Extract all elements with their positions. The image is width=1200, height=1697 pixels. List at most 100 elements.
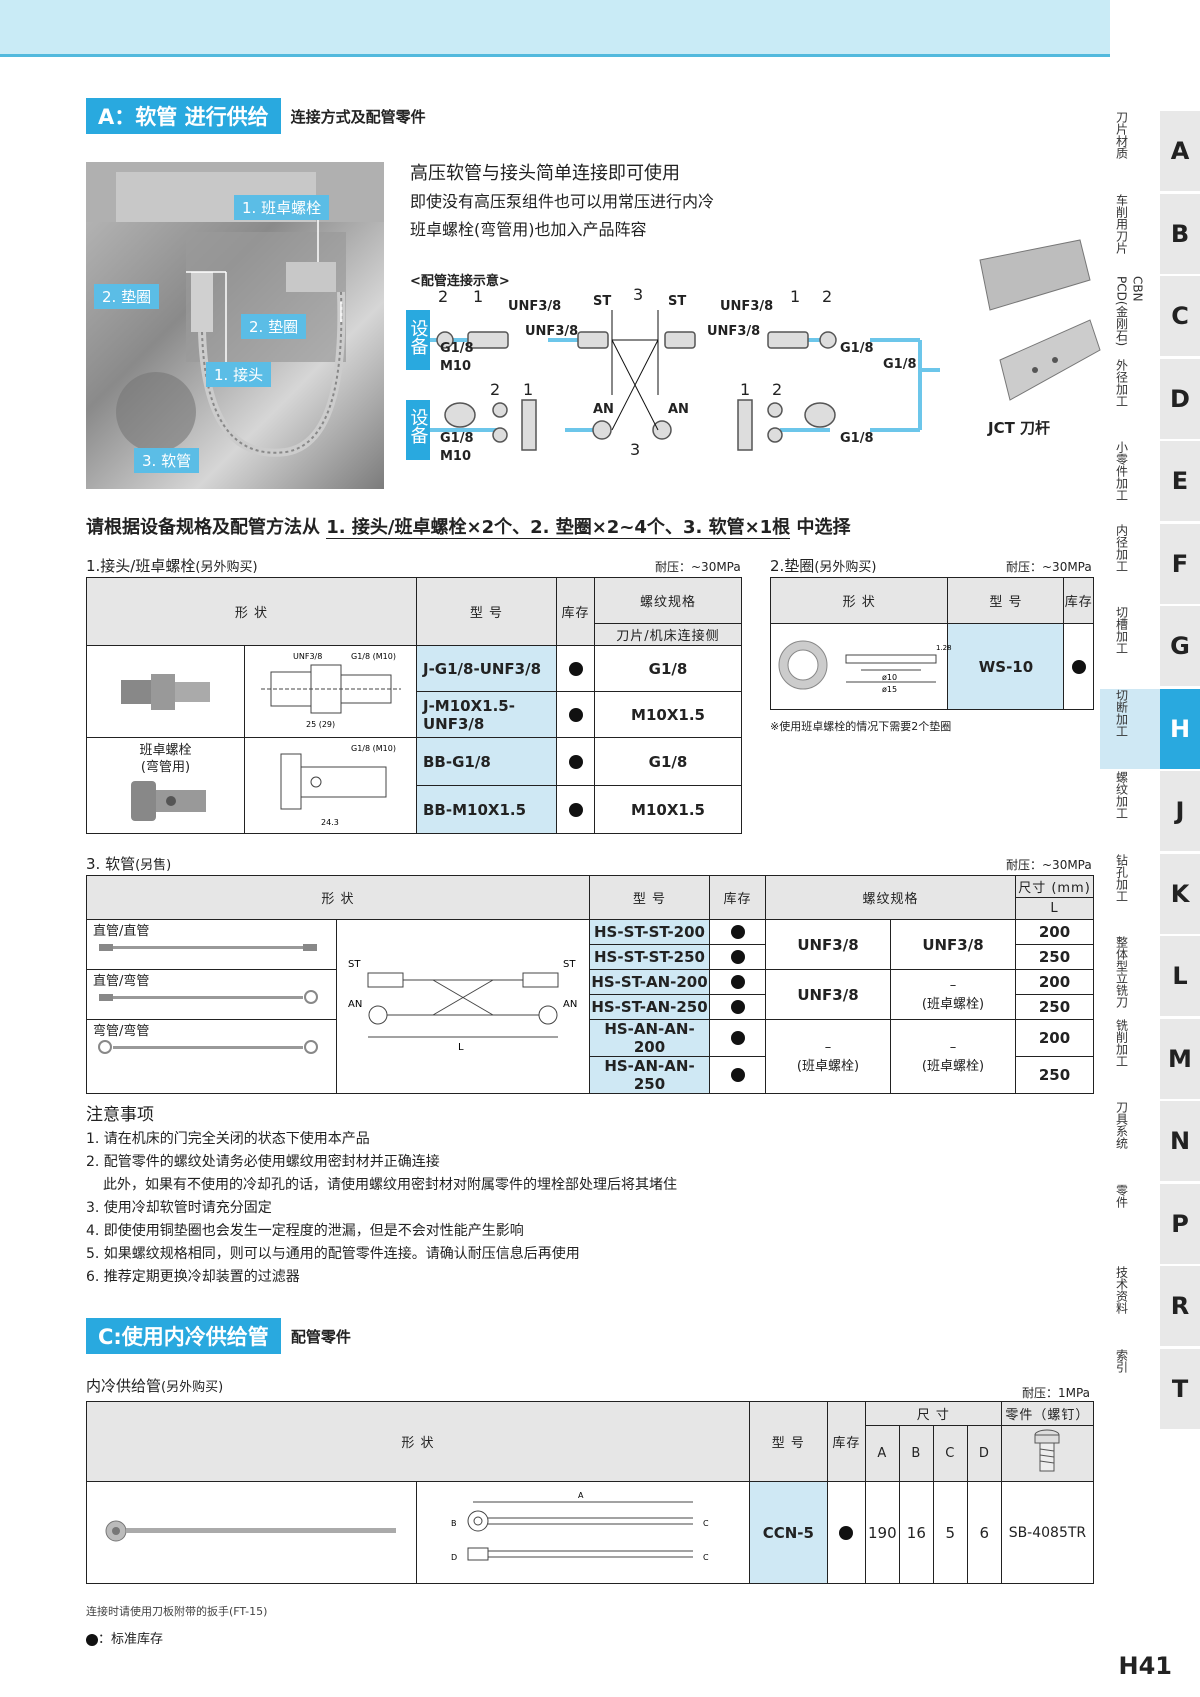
t4-h-B: B	[898, 1425, 934, 1482]
fit-dim3: 25 (29)	[306, 720, 335, 729]
side-tab-label: 钻孔加工	[1114, 853, 1129, 902]
screw-icon	[1034, 1429, 1060, 1471]
hose-image-0	[99, 944, 317, 951]
note-4: 4. 即使使用铜垫圈也会发生一定程度的泄漏，但是不会对性能产生影响	[86, 1223, 524, 1239]
side-tab-label: 切断加工	[1114, 688, 1129, 737]
schem-n1b: 1	[790, 287, 800, 306]
t4-h-part: 零件（螺钉）	[1000, 1401, 1095, 1426]
t3-stock-2	[709, 969, 766, 995]
t4-D: 6	[966, 1481, 1002, 1584]
t4-h-C: C	[932, 1425, 968, 1482]
stock-dot	[730, 1000, 745, 1014]
screw-icon-cell	[1000, 1425, 1095, 1482]
hose-image-2	[98, 1040, 318, 1054]
side-tab-label: 铣削加工	[1114, 1018, 1129, 1067]
hose-drawing-svg: ST ST AN AN L	[348, 959, 577, 1053]
schem-g18-d: G1/8	[440, 431, 474, 446]
table2-pressure: 耐压：~30MPa	[1006, 560, 1092, 574]
t3-thr-a2: UNF3/8	[890, 919, 1016, 970]
photo-label-washer: 2. 垫圈	[94, 284, 160, 309]
schem-n2b: 2	[822, 287, 832, 306]
t2-model: WS-10	[947, 623, 1065, 710]
table3-pressure: 耐压：~30MPa	[1006, 858, 1092, 872]
t1-h-thread: 螺纹规格	[594, 577, 742, 624]
t3-h-model: 型 号	[589, 875, 710, 920]
t3-model-5: HS-AN-AN-250	[589, 1056, 710, 1094]
side-tab-letter: K	[1160, 853, 1200, 934]
selection-guide: 请根据设备规格及配管方法从 1. 接头/班卓螺栓×2个、2. 垫圈×2~4个、3…	[86, 513, 850, 539]
side-tab-letter: E	[1160, 441, 1200, 521]
banjo-drawing-svg: G1/8 (M10) 24.3	[280, 744, 395, 827]
t2-stock	[1063, 623, 1094, 710]
t1-model-0: J-G1/8-UNF3/8	[416, 645, 557, 692]
washer-note: ※使用班卓螺栓的情况下需要2个垫圈	[770, 720, 952, 733]
hose-an-a: AN	[348, 999, 362, 1010]
schem-n1a: 1	[473, 287, 483, 306]
table4-pressure: 耐压：1MPa	[1022, 1386, 1091, 1400]
hose-drawing: ST ST AN AN L	[336, 919, 590, 1094]
side-tab-d[interactable]: 外径加工 D	[1100, 358, 1200, 439]
stock-dot	[568, 754, 583, 769]
side-tab-letter: D	[1160, 358, 1200, 439]
t1-stock-2	[556, 737, 595, 786]
side-tab-letter: J	[1160, 771, 1200, 851]
washer-image	[778, 640, 828, 689]
legend-dot	[86, 1633, 98, 1646]
schem-n1c: 1	[523, 380, 533, 399]
side-tab-k[interactable]: 钻孔加工 K	[1100, 853, 1200, 934]
schem-an-a: AN	[593, 402, 614, 417]
coolant-pipe-table: 形 状 型 号 库存 尺 寸 零件（螺钉） A B C D A B C D C	[86, 1401, 1095, 1584]
select-p1: 1. 接头/班卓螺栓×2个、	[326, 517, 531, 539]
section-c-tag: C:使用内冷供给管	[86, 1318, 281, 1354]
t1-thread-3: M10X1.5	[594, 785, 742, 834]
t3-stock-3	[709, 994, 766, 1020]
stock-dot	[730, 925, 745, 939]
hose-type-0: 直管/直管	[86, 919, 337, 970]
note-6: 6. 推荐定期更换冷却装置的过滤器	[86, 1269, 300, 1285]
t3-L-5: 250	[1015, 1056, 1094, 1094]
t3-thr-a1: UNF3/8	[765, 919, 891, 970]
legend: ：标准库存	[86, 1628, 163, 1647]
note-3: 3. 使用冷却软管时请充分固定	[86, 1200, 272, 1216]
side-tab-letter: C	[1160, 276, 1200, 356]
table1-title-sub: (另外购买)	[195, 560, 258, 575]
t3-model-4: HS-AN-AN-200	[589, 1019, 710, 1057]
fitting-photo	[86, 645, 245, 738]
t1-model-3: BB-M10X1.5	[416, 785, 557, 834]
t1-model-2: BB-G1/8	[416, 737, 557, 786]
fitting-image	[120, 673, 210, 710]
t3-stock-5	[709, 1056, 766, 1094]
schem-unf-b: UNF3/8	[525, 324, 578, 339]
select-p2: 2. 垫圈×2~4个、	[530, 517, 683, 539]
side-tab-letter: B	[1160, 193, 1200, 274]
t1-model-1: J-M10X1.5-UNF3/8	[416, 691, 557, 738]
side-tab-label: 外径加工	[1114, 358, 1129, 407]
washer-d1: ø10	[882, 673, 897, 682]
t4-stock	[826, 1481, 866, 1584]
t1-h-shape: 形 状	[86, 577, 417, 646]
fitting-drawing: UNF3/8 G1/8 (M10) 25 (29)	[244, 645, 417, 738]
hose-L: L	[458, 1042, 464, 1053]
t4-model: CCN-5	[748, 1481, 828, 1584]
t3-thr-c: –(班卓螺栓)	[765, 1019, 891, 1094]
t3-stock-0	[709, 919, 766, 945]
banjo-image	[130, 780, 206, 821]
note-1: 1. 请在机床的门完全关闭的状态下使用本产品	[86, 1131, 370, 1147]
t4-B: 16	[898, 1481, 934, 1584]
photo-label-banjo: 1. 班卓螺栓	[234, 195, 330, 220]
